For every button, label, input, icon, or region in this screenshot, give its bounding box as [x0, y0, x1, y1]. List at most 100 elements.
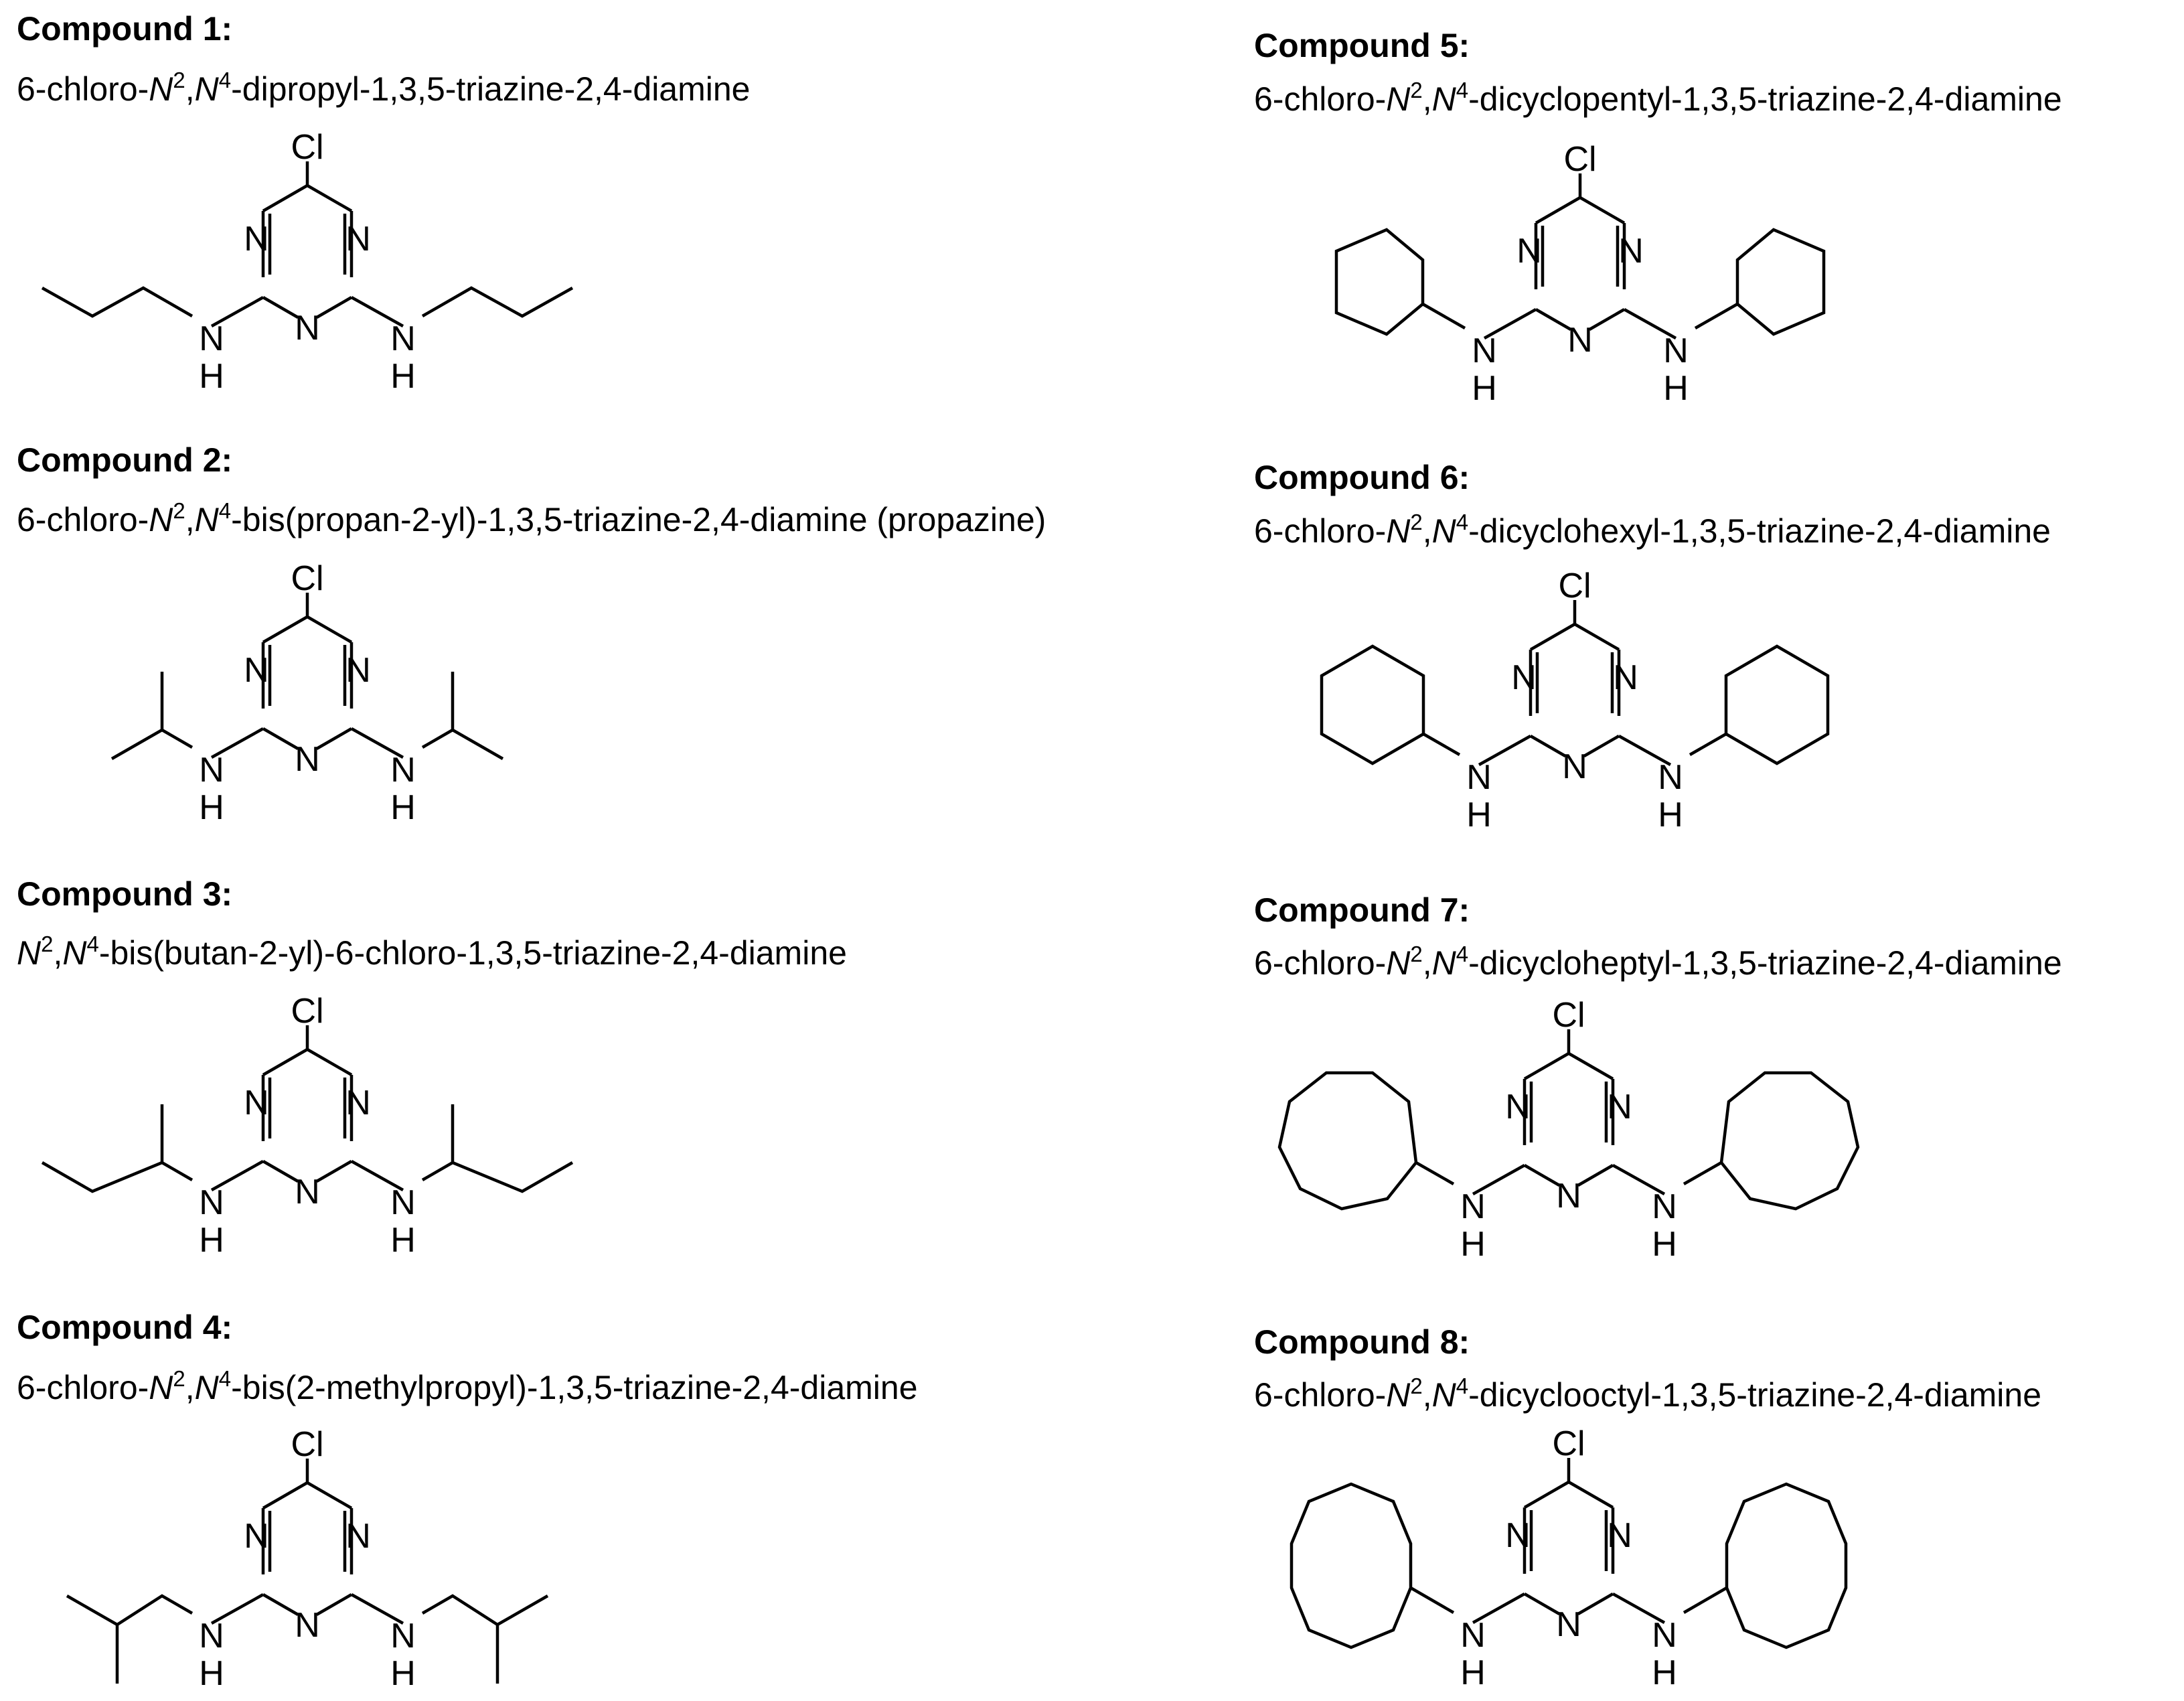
compound-title: Compound 7:	[1254, 891, 1470, 929]
name-superscript-b: 4	[86, 932, 99, 956]
nitrogen-label: N	[1567, 321, 1593, 360]
name-locant-b: N	[1431, 944, 1456, 982]
structure-compound-5: Cl N N N N H N H	[1334, 140, 1826, 408]
name-suffix: -dicyclooctyl-1,3,5-triazine-2,4-diamine	[1468, 1376, 2042, 1414]
nitrogen-label: N	[244, 1084, 269, 1122]
name-superscript-b: 4	[218, 1366, 232, 1391]
nitrogen-label: N	[390, 1617, 416, 1655]
name-locant-a: N	[149, 70, 173, 108]
name-prefix: 6-chloro-	[1254, 944, 1387, 982]
name-prefix: 6-chloro-	[17, 1369, 149, 1406]
name-locant-b: N	[194, 1369, 219, 1406]
name-locant-b: N	[62, 934, 87, 972]
name-superscript-b: 4	[218, 68, 232, 92]
chlorine-label: Cl	[291, 559, 323, 598]
name-superscript-a: 2	[173, 68, 185, 92]
compound-title: Compound 6:	[1254, 459, 1470, 496]
nitrogen-label: N	[1658, 758, 1683, 797]
nitrogen-label: N	[1505, 1088, 1531, 1126]
nitrogen-label: N	[199, 751, 224, 790]
name-separator: ,	[185, 501, 195, 538]
nitrogen-label: N	[1472, 331, 1497, 370]
hydrogen-label: H	[199, 357, 224, 396]
nitrogen-label: N	[1652, 1187, 1677, 1226]
name-separator: ,	[53, 934, 63, 972]
name-locant-a: N	[149, 501, 173, 538]
name-separator: ,	[1422, 80, 1432, 118]
hydrogen-label: H	[1663, 369, 1689, 408]
name-suffix: -bis(2-methylpropyl)-1,3,5-triazine-2,4-…	[231, 1369, 918, 1406]
name-suffix: -bis(butan-2-yl)-6-chloro-1,3,5-triazine…	[98, 934, 847, 972]
nitrogen-label: N	[199, 1617, 224, 1655]
compound-title: Compound 5:	[1254, 27, 1470, 64]
name-locant-b: N	[1431, 80, 1456, 118]
hydrogen-label: H	[390, 1654, 416, 1693]
hydrogen-label: H	[1466, 796, 1492, 834]
structure-compound-6: Cl N N N N H N H	[1320, 567, 1830, 834]
nitrogen-label: N	[244, 651, 269, 690]
name-superscript-b: 4	[1456, 510, 1469, 534]
nitrogen-label: N	[244, 1517, 269, 1556]
nitrogen-label: N	[345, 1084, 371, 1122]
name-locant-a: N	[1386, 80, 1411, 118]
compound-name: 6-chloro-N2,N4-dicyclohexyl-1,3,5-triazi…	[1254, 510, 2051, 552]
hydrogen-label: H	[390, 1221, 416, 1260]
name-separator: ,	[185, 1369, 195, 1406]
compound-title: Compound 2:	[17, 441, 233, 479]
name-suffix: -dicycloheptyl-1,3,5-triazine-2,4-diamin…	[1468, 944, 2062, 982]
name-separator: ,	[1422, 512, 1432, 550]
nitrogen-label: N	[1460, 1616, 1486, 1655]
chlorine-label: Cl	[1552, 996, 1585, 1035]
nitrogen-label: N	[1511, 658, 1537, 697]
structure-compound-4: Cl N N N N H N H	[66, 1425, 549, 1693]
nitrogen-label: N	[345, 1517, 371, 1556]
chlorine-label: Cl	[291, 128, 323, 167]
cyclohexyl-ring	[1320, 644, 1425, 765]
name-suffix: -dicyclohexyl-1,3,5-triazine-2,4-diamine	[1468, 512, 2051, 550]
hydrogen-label: H	[1652, 1653, 1677, 1692]
name-superscript-b: 4	[1456, 78, 1469, 102]
chlorine-label: Cl	[291, 1425, 323, 1464]
compound-name: 6-chloro-N2,N4-dicyclooctyl-1,3,5-triazi…	[1254, 1374, 2041, 1416]
nitrogen-label: N	[1505, 1516, 1531, 1555]
name-suffix: -dipropyl-1,3,5-triazine-2,4-diamine	[231, 70, 751, 108]
cyclooctyl-ring	[1290, 1482, 1413, 1649]
structure-compound-3: Cl N N N N H N H	[41, 992, 574, 1260]
name-superscript-a: 2	[1410, 942, 1423, 966]
name-locant-b: N	[194, 501, 219, 538]
name-prefix: 6-chloro-	[1254, 80, 1387, 118]
compound-name: 6-chloro-N2,N4-bis(2-methylpropyl)-1,3,5…	[17, 1367, 918, 1408]
hydrogen-label: H	[390, 788, 416, 827]
name-locant-b: N	[1431, 512, 1456, 550]
name-superscript-a: 2	[1410, 1374, 1423, 1398]
nitrogen-label: N	[199, 1183, 224, 1222]
nitrogen-label: N	[1663, 331, 1689, 370]
cyclopentyl-ring	[1334, 228, 1425, 336]
name-superscript-a: 2	[1410, 78, 1423, 102]
name-locant-a: N	[17, 934, 42, 972]
nitrogen-label: N	[1607, 1516, 1632, 1555]
name-locant-a: N	[1386, 1376, 1411, 1414]
name-superscript-a: 2	[1410, 510, 1423, 534]
name-suffix: -dicyclopentyl-1,3,5-triazine-2,4-diamin…	[1468, 80, 2062, 118]
name-superscript-a: 2	[173, 1366, 185, 1391]
hydrogen-label: H	[1460, 1653, 1486, 1692]
cycloheptyl-ring	[1719, 1071, 1860, 1211]
compound-name: 6-chloro-N2,N4-dipropyl-1,3,5-triazine-2…	[17, 68, 750, 110]
hydrogen-label: H	[1652, 1225, 1677, 1264]
nitrogen-label: N	[1613, 658, 1638, 697]
compound-title: Compound 8:	[1254, 1323, 1470, 1361]
name-prefix: 6-chloro-	[17, 70, 149, 108]
name-separator: ,	[1422, 1376, 1432, 1414]
chlorine-label: Cl	[1563, 140, 1596, 179]
cycloheptyl-ring	[1277, 1071, 1418, 1211]
name-suffix: -bis(propan-2-yl)-1,3,5-triazine-2,4-dia…	[231, 501, 1046, 538]
nitrogen-label: N	[295, 1173, 320, 1211]
name-separator: ,	[185, 70, 195, 108]
name-superscript-b: 4	[1456, 1374, 1469, 1398]
nitrogen-label: N	[1466, 758, 1492, 797]
nitrogen-label: N	[1460, 1187, 1486, 1226]
name-locant-b: N	[194, 70, 219, 108]
compound-title: Compound 4:	[17, 1309, 233, 1346]
compound-name: N2,N4-bis(butan-2-yl)-6-chloro-1,3,5-tri…	[17, 932, 847, 974]
